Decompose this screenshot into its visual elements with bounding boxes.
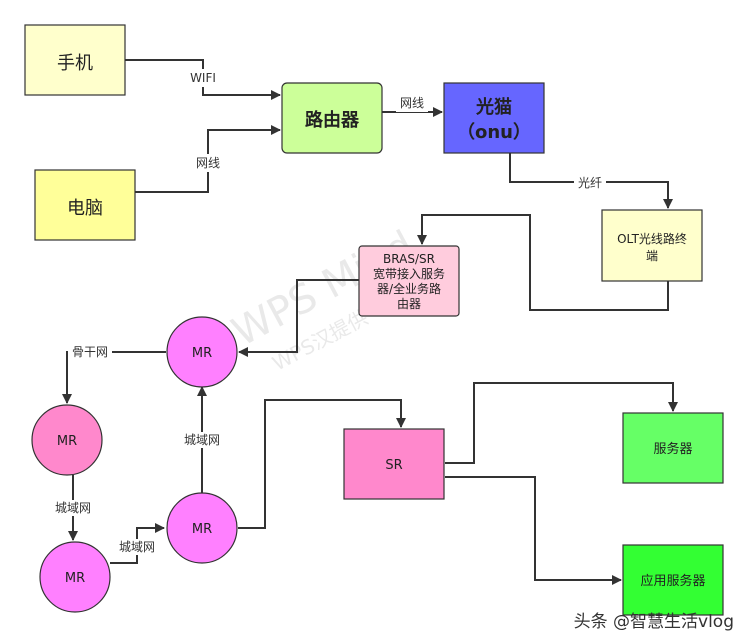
node-onu: 光猫 （onu） [443,82,545,154]
node-mr-bottom: MR [39,541,111,613]
edge-label-onu-olt: 光纤 [578,176,602,190]
source-credit: 头条 @智慧生活vlog [573,612,734,632]
edge-mrtop-mrleft [62,351,166,404]
node-phone-label: 手机 [57,53,93,74]
edge-olt-bras [417,214,669,311]
node-server-label: 服务器 [653,441,692,457]
node-mr-bottom-label: MR [65,571,85,586]
node-server-shape [622,412,724,484]
node-router-label: 路由器 [305,109,360,131]
edge-label-backbone: 骨干网 [72,345,108,359]
node-mr-mid-label: MR [192,522,212,537]
node-pc-label: 电脑 [67,198,103,219]
node-onu-label-2: （onu） [457,122,531,143]
node-app-server-shape [622,544,724,616]
node-mr-top-label: MR [192,346,212,361]
node-mr-top-shape [166,316,238,388]
node-app-server: 应用服务器 [622,544,724,616]
node-sr-shape [343,428,445,500]
node-bras-label-2: 宽带接入服务 [373,266,445,281]
edge-label-metro-1: 城域网 [55,501,91,515]
node-bras-label-4: 由器 [397,297,421,311]
node-mr-left-shape [31,404,103,476]
edge-sr-server [445,382,678,464]
node-olt-shape [601,209,703,282]
node-bras-label-3: 器/全业务路 [377,281,441,296]
node-pc-shape [34,169,136,241]
edge-mrmid-sr [238,399,406,529]
node-router-shape [281,82,383,154]
node-sr-label: SR [385,458,402,473]
node-router: 路由器 [281,82,383,154]
node-app-server-label: 应用服务器 [640,573,705,589]
node-olt-label-2: 端 [646,249,658,263]
node-mr-mid-shape [166,492,238,564]
node-onu-shape [443,82,545,154]
edge-label-pc-router: 网线 [196,156,220,170]
node-mr-left-label: MR [57,434,77,449]
node-bras: BRAS/SR 宽带接入服务 器/全业务路 由器 [358,245,460,317]
node-bras-label-1: BRAS/SR [383,252,435,266]
node-phone-shape [24,24,126,96]
node-onu-label-1: 光猫 [475,96,512,118]
edge-label-router-onu: 网线 [400,96,424,110]
node-mr-left: MR [31,404,103,476]
node-mr-mid: MR [166,492,238,564]
node-server: 服务器 [622,412,724,484]
edge-sr-appserver [445,476,622,585]
edge-label-metro-2: 城域网 [119,540,155,554]
node-bras-shape [358,245,460,317]
node-mr-bottom-shape [39,541,111,613]
node-sr: SR [343,428,445,500]
node-pc: 电脑 [34,169,136,241]
edge-label-metro-3: 城域网 [184,433,220,447]
node-olt: OLT光线路终 端 [601,209,703,282]
edge-label-wifi: WIFI [190,71,216,85]
node-mr-top: MR [166,316,238,388]
node-olt-label-1: OLT光线路终 [617,231,687,246]
node-phone: 手机 [24,24,126,96]
